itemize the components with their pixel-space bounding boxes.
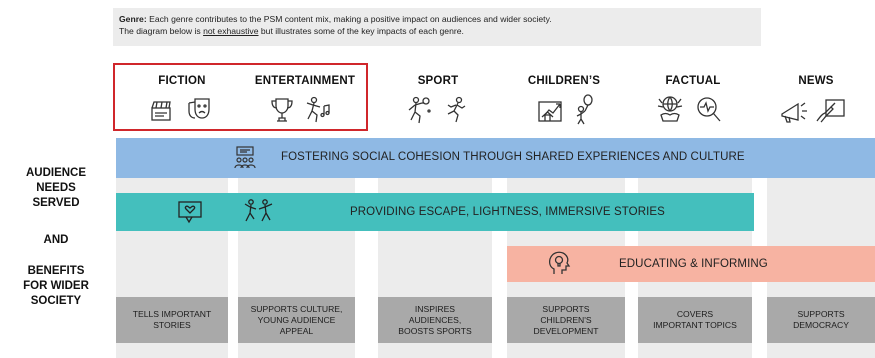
head-lightbulb-icon — [546, 249, 572, 277]
note-genre-label: Genre: — [119, 14, 147, 24]
benefit-text: SUPPORTS DEMOCRACY — [793, 309, 849, 331]
benefit-text: INSPIRES AUDIENCES, BOOSTS SPORTS — [398, 304, 471, 337]
benefit-line: SUPPORTS — [797, 309, 845, 319]
band-educating-text: EDUCATING & INFORMING — [619, 258, 768, 270]
benefit-line: COVERS — [676, 309, 714, 319]
side-audience: AUDIENCE — [25, 167, 87, 179]
benefit-text: COVERS IMPORTANT TOPICS — [653, 309, 737, 331]
side-needs: NEEDS — [36, 182, 76, 194]
writing-hand-icon — [814, 97, 846, 125]
benefit-line: SUPPORTS — [542, 303, 590, 314]
dancer-music-icon — [303, 95, 333, 125]
magnifier-heartbeat-icon — [695, 95, 723, 125]
note-line-2-pre: The diagram below is — [119, 26, 204, 36]
benefit-box-factual: COVERS IMPORTANT TOPICS — [638, 297, 752, 343]
benefit-line: AUDIENCES, — [408, 314, 462, 325]
genre-news: NEWS — [798, 75, 834, 87]
benefit-line: APPEAL — [279, 325, 314, 336]
benefit-box-news: SUPPORTS DEMOCRACY — [767, 297, 875, 343]
globe-hand-icon — [655, 93, 685, 125]
band-escape-text: PROVIDING ESCAPE, LIGHTNESS, IMMERSIVE S… — [350, 206, 665, 218]
side-label-audience-needs: AUDIENCE NEEDS SERVED — [0, 166, 112, 211]
band-educating: EDUCATING & INFORMING — [507, 246, 875, 282]
note-line-1-text: Each genre contributes to the PSM conten… — [146, 14, 552, 24]
note-line-2-post: but illustrates some of the key impacts … — [258, 26, 464, 36]
note-line-1: Genre: Each genre contributes to the PSM… — [119, 13, 755, 25]
band-social-text: FOSTERING SOCIAL COHESION THROUGH SHARED… — [281, 151, 745, 163]
house-chart-icon — [536, 96, 566, 124]
trophy-icon — [269, 96, 295, 124]
genre-fiction: FICTION — [158, 75, 206, 87]
clapperboard-icon — [148, 98, 174, 124]
benefit-line: IMPORTANT TOPICS — [653, 320, 737, 330]
benefit-line: STORIES — [153, 320, 191, 330]
benefit-text: TELLS IMPORTANT STORIES — [133, 309, 211, 331]
side-label-and: AND — [43, 234, 69, 246]
tennis-player-icon — [405, 95, 433, 125]
side-for-wider: FOR WIDER — [23, 280, 89, 292]
benefit-text: SUPPORTS CHILDREN'S DEVELOPMENT — [534, 304, 599, 337]
benefit-line: YOUNG AUDIENCE — [257, 314, 336, 325]
audience-screen-icon — [232, 145, 258, 171]
benefit-line: SUPPORTS CULTURE, — [250, 303, 343, 314]
note-line-2: The diagram below is not exhaustive but … — [119, 25, 755, 37]
genre-sport: SPORT — [417, 75, 459, 87]
benefit-line: TELLS IMPORTANT — [132, 309, 212, 319]
band-social-cohesion: FOSTERING SOCIAL COHESION THROUGH SHARED… — [116, 138, 875, 178]
dancing-people-icon — [243, 197, 275, 227]
speech-heart-icon — [176, 199, 204, 225]
note-not-exhaustive: not exhaustive — [203, 26, 259, 36]
megaphone-icon — [779, 98, 809, 124]
benefit-line: DEVELOPMENT — [533, 325, 599, 336]
benefit-line: INSPIRES — [414, 303, 456, 314]
side-label-benefits: BENEFITS FOR WIDER SOCIETY — [0, 264, 112, 309]
benefit-box-entertainment: SUPPORTS CULTURE, YOUNG AUDIENCE APPEAL — [238, 297, 355, 343]
genre-note: Genre: Each genre contributes to the PSM… — [113, 8, 761, 46]
genre-entertainment: ENTERTAINMENT — [254, 75, 356, 87]
theatre-masks-icon — [185, 95, 213, 123]
benefit-line: CHILDREN'S — [540, 314, 592, 325]
side-society: SOCIETY — [30, 295, 82, 307]
benefit-box-fiction: TELLS IMPORTANT STORIES — [116, 297, 228, 343]
child-balloon-icon — [572, 94, 596, 126]
genre-childrens: CHILDREN’S — [527, 75, 601, 87]
genre-factual: FACTUAL — [665, 75, 721, 87]
side-benefits: BENEFITS — [27, 265, 85, 277]
benefit-line: DEMOCRACY — [793, 320, 849, 330]
benefit-box-childrens: SUPPORTS CHILDREN'S DEVELOPMENT — [507, 297, 625, 343]
benefit-text: SUPPORTS CULTURE, YOUNG AUDIENCE APPEAL — [251, 304, 343, 337]
benefit-line: BOOSTS SPORTS — [398, 325, 472, 336]
side-served: SERVED — [32, 197, 80, 209]
band-escape: PROVIDING ESCAPE, LIGHTNESS, IMMERSIVE S… — [116, 193, 754, 231]
fiction-entertainment-highlight — [113, 63, 368, 131]
benefit-box-sport: INSPIRES AUDIENCES, BOOSTS SPORTS — [378, 297, 492, 343]
runner-icon — [443, 96, 469, 124]
